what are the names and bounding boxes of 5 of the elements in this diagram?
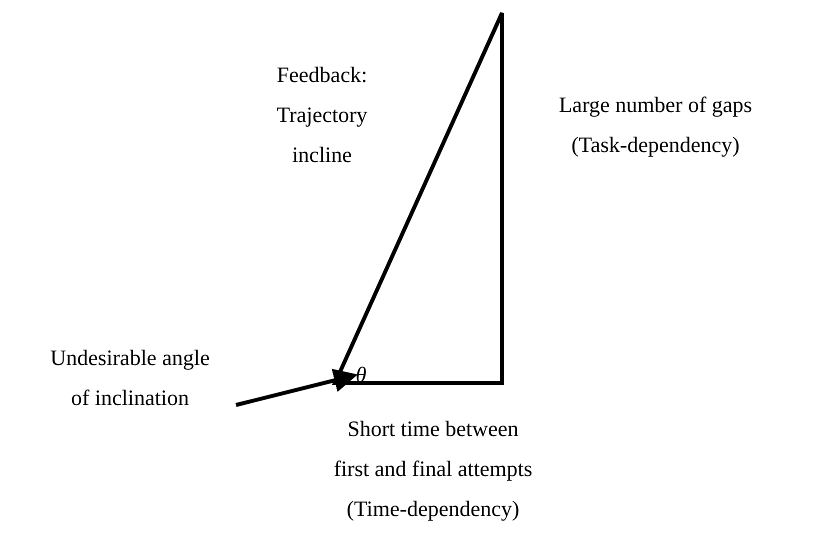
leader-arrow xyxy=(236,368,358,407)
side-label: Large number of gaps (Task-dependency) xyxy=(558,91,754,159)
side-label: Short time between first and final attempts (Time-dependency) xyxy=(333,415,533,523)
callout-text: Undesirable angle of inclination xyxy=(40,338,220,418)
side-label: Feedback: Trajectory incline xyxy=(276,61,368,169)
